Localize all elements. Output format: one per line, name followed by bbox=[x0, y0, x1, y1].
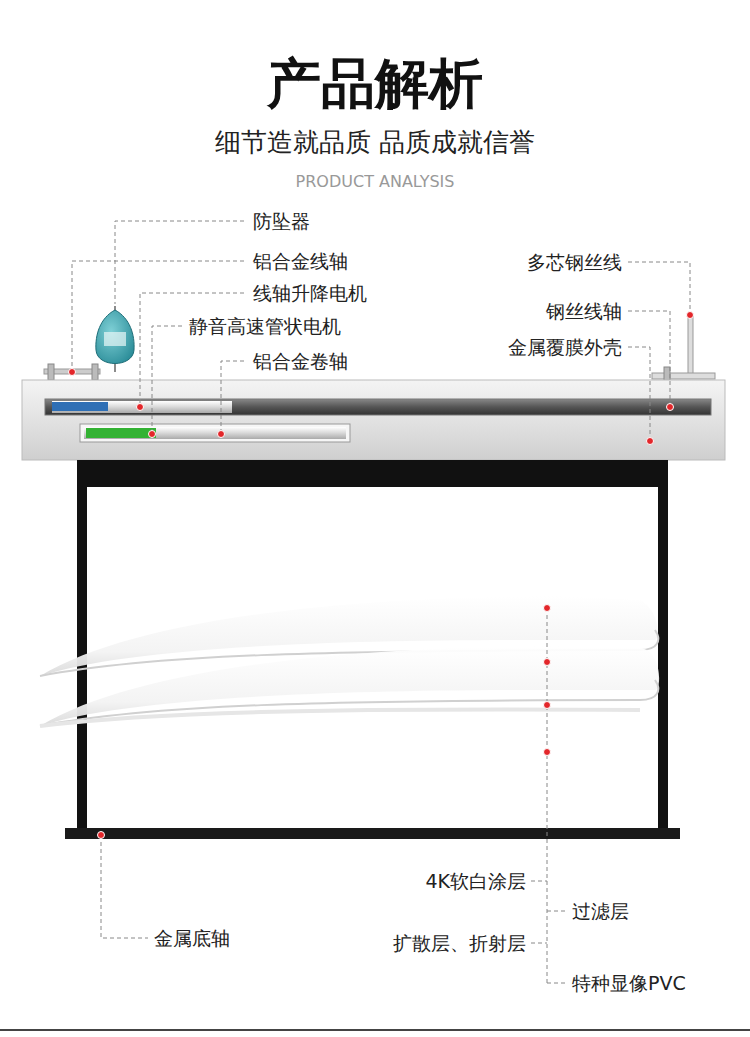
part-label: 金属覆膜外壳 bbox=[508, 336, 622, 359]
projection-screen bbox=[40, 460, 680, 839]
steel-wire-axle bbox=[652, 315, 715, 381]
part-label: 多芯钢丝线 bbox=[527, 251, 622, 274]
part-label: 铝合金卷轴 bbox=[253, 350, 348, 373]
part-label: 钢丝线轴 bbox=[546, 300, 622, 323]
part-label: 静音高速管状电机 bbox=[189, 315, 341, 338]
leader-lines bbox=[72, 221, 690, 983]
page-rule bbox=[0, 1029, 750, 1031]
layer-label: 特种显像PVC bbox=[572, 972, 686, 995]
layer-label: 扩散层、折射层 bbox=[393, 932, 526, 955]
left-bracket bbox=[44, 364, 100, 380]
layer-label: 4K软白涂层 bbox=[425, 870, 526, 893]
title: 产品解析 bbox=[267, 52, 483, 117]
subtitle-en: PRODUCT ANALYSIS bbox=[296, 172, 455, 191]
subtitle: 细节造就品质 品质成就信誉 bbox=[215, 127, 535, 158]
callout-dots bbox=[69, 312, 694, 839]
part-label: 线轴升降电机 bbox=[253, 282, 367, 305]
fall-arrester bbox=[96, 306, 134, 372]
part-label: 金属底轴 bbox=[154, 927, 230, 950]
layer-label: 过滤层 bbox=[572, 900, 629, 923]
part-label: 铝合金线轴 bbox=[253, 250, 348, 273]
part-label: 防坠器 bbox=[253, 210, 310, 233]
metal-housing bbox=[22, 380, 725, 460]
